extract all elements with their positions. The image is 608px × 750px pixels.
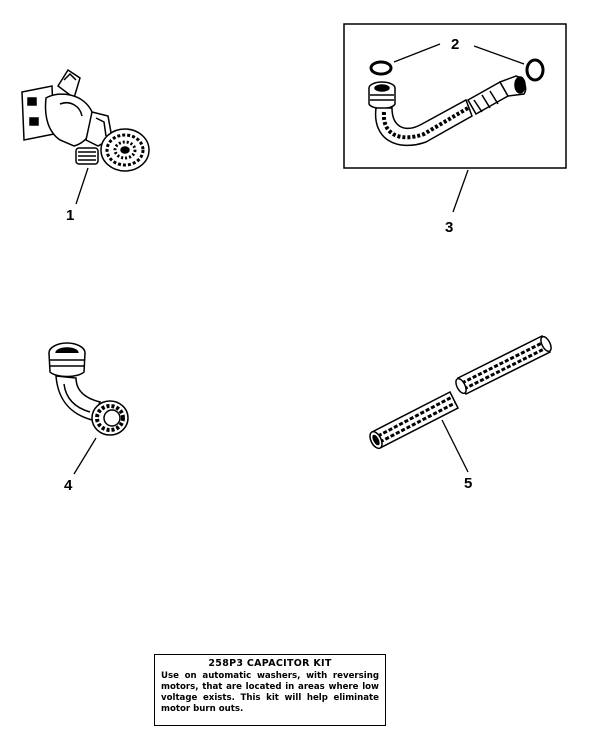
callout-4: 4 bbox=[64, 477, 73, 494]
capacitor-kit-note: 258P3 CAPACITOR KIT Use on automatic was… bbox=[154, 654, 386, 726]
callout-3: 3 bbox=[445, 219, 453, 236]
o-ring-washer-icon bbox=[369, 43, 545, 82]
callout-5: 5 bbox=[464, 475, 472, 492]
inlet-hose-kit-icon bbox=[368, 75, 527, 213]
callout-1: 1 bbox=[66, 207, 74, 224]
elbow-fitting-icon bbox=[48, 342, 129, 475]
callout-2: 2 bbox=[451, 36, 459, 53]
wye-connector-icon bbox=[21, 68, 150, 205]
hose-kit-frame bbox=[343, 23, 567, 169]
note-text: Use on automatic washers, with reversing… bbox=[161, 671, 379, 714]
drain-hose-tube-icon bbox=[369, 334, 552, 473]
note-title: 258P3 CAPACITOR KIT bbox=[208, 658, 332, 669]
